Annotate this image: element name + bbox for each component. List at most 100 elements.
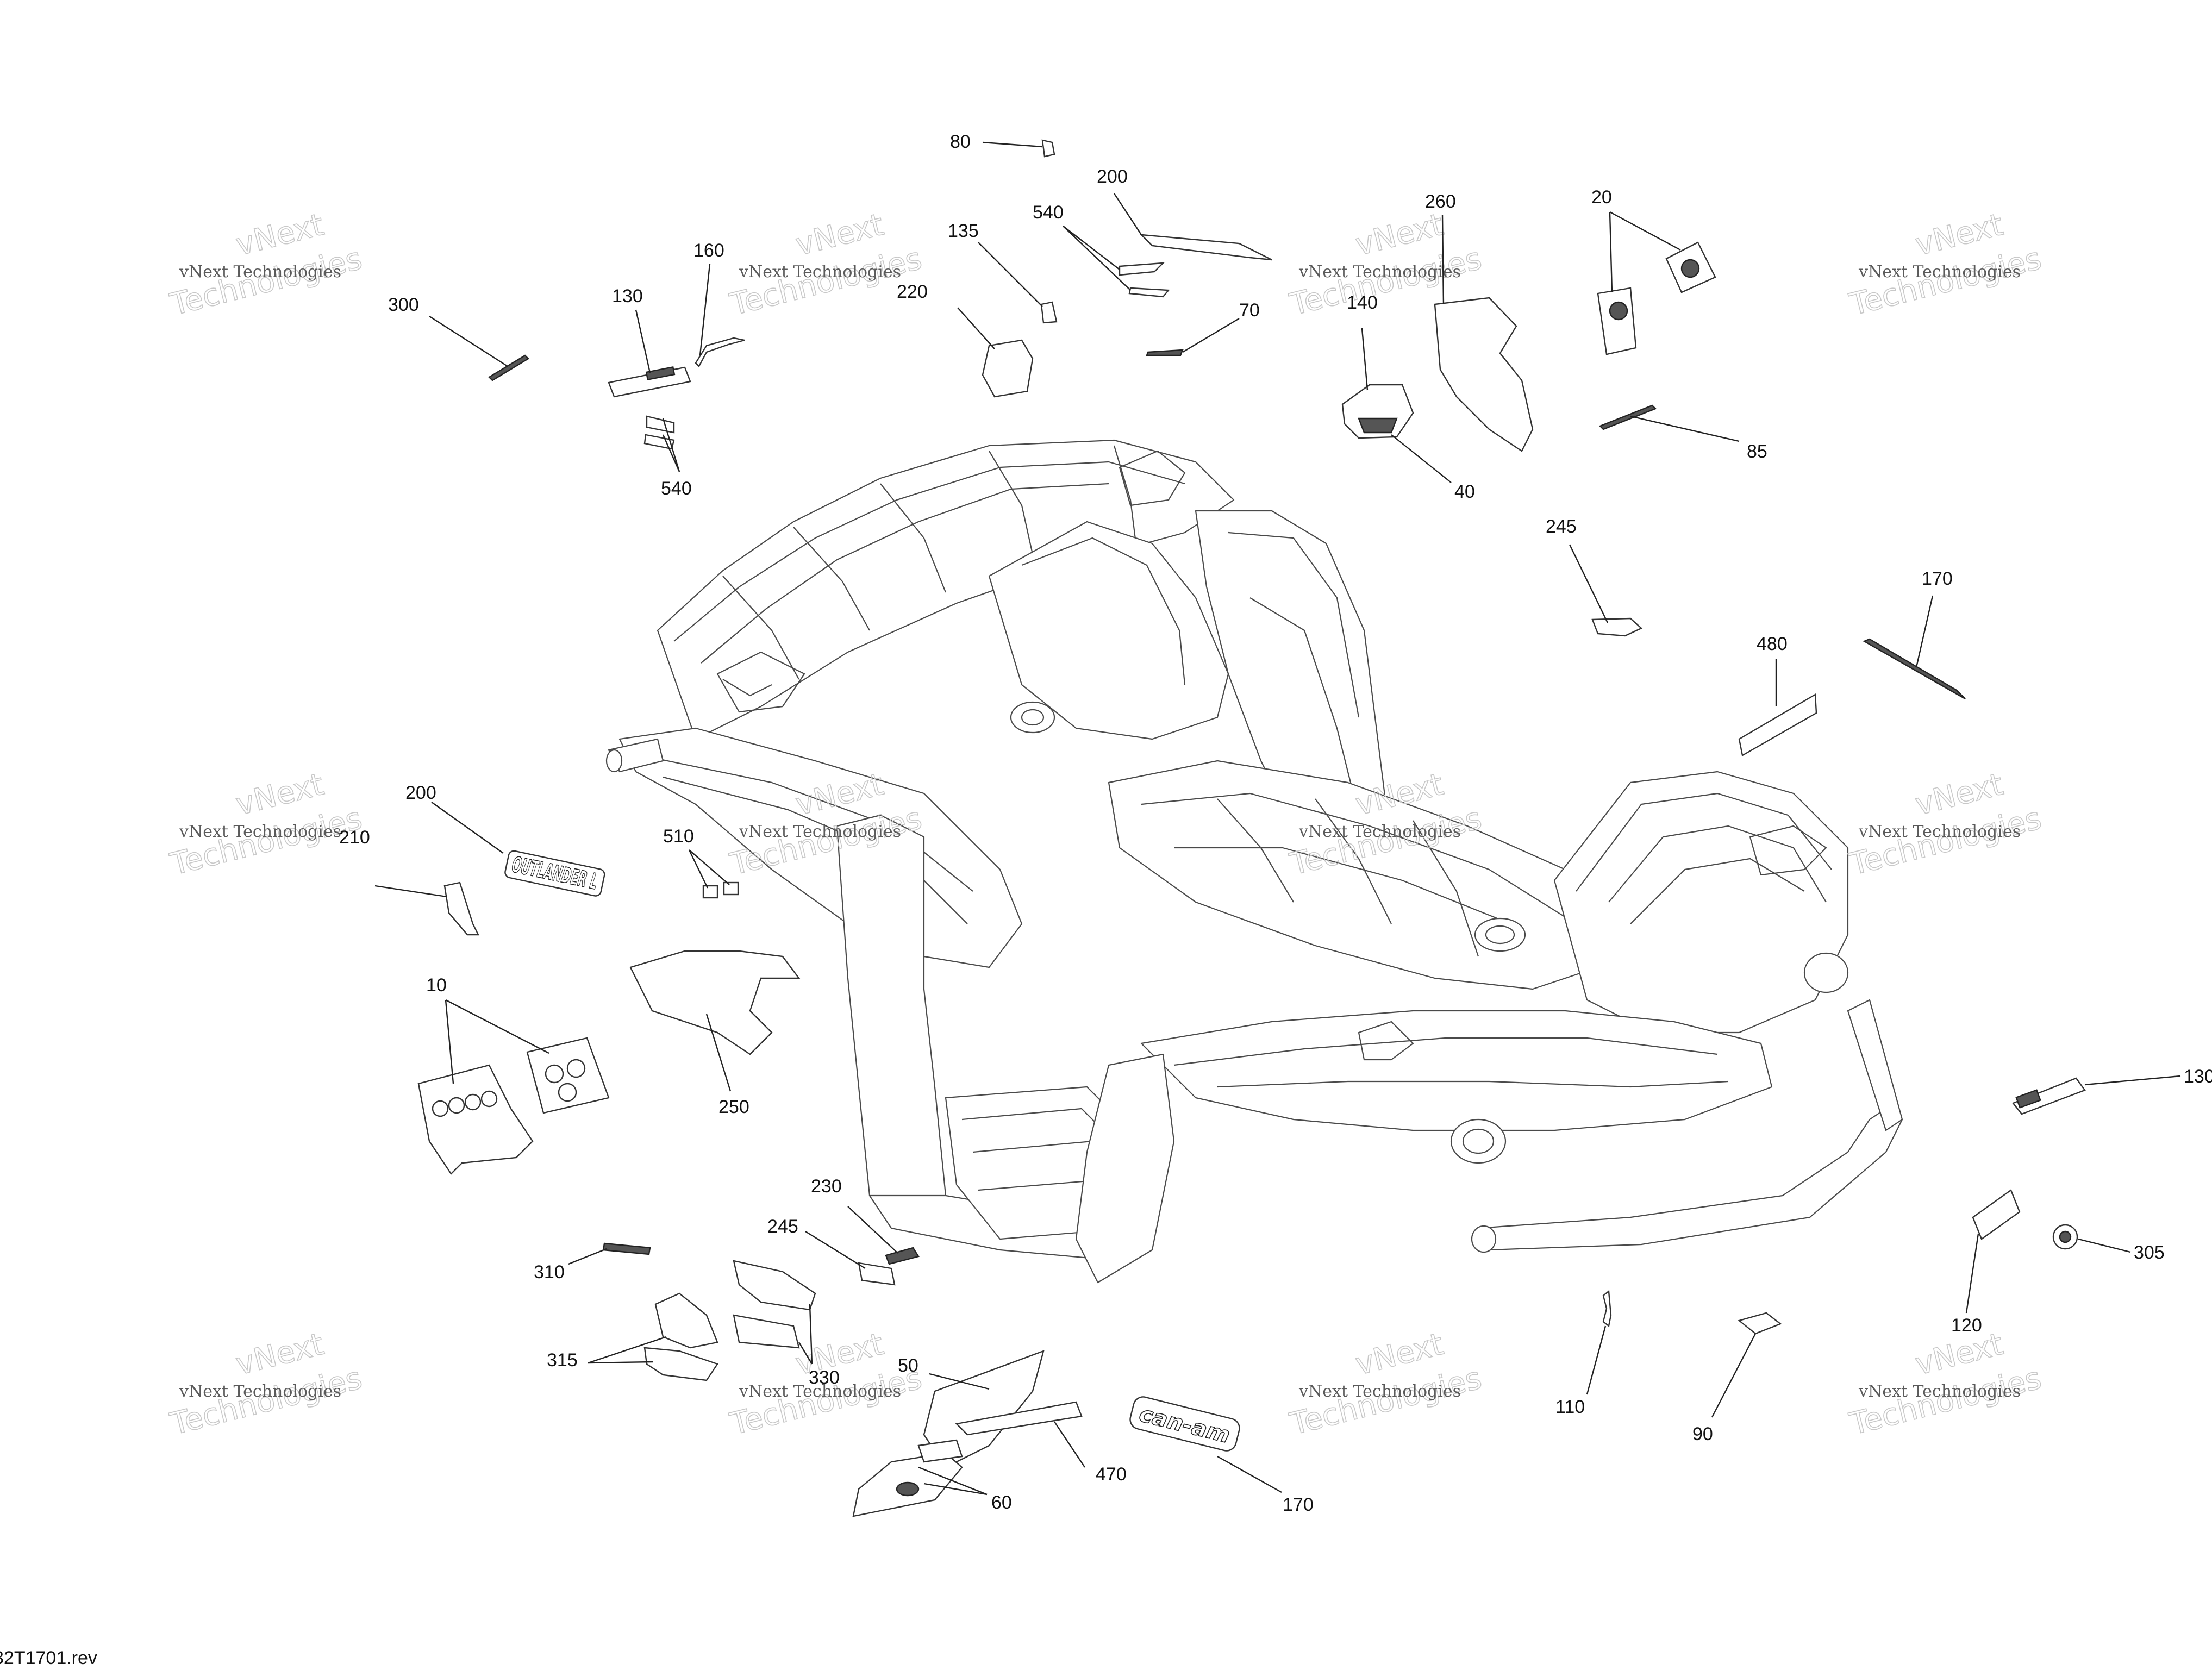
callout-170-upper: 170 <box>1922 568 1953 589</box>
part-10-a <box>417 1064 534 1175</box>
part-210 <box>443 881 479 936</box>
part-135 <box>1040 301 1058 324</box>
part-200-model-decal: OUTLANDER L <box>504 850 605 897</box>
callout-260: 260 <box>1425 191 1456 212</box>
callout-245-upper: 245 <box>1546 516 1577 537</box>
part-130-upper-mark <box>645 366 676 381</box>
callout-70: 70 <box>1239 300 1260 321</box>
part-315-b <box>643 1347 718 1381</box>
part-160 <box>695 337 745 367</box>
callout-140: 140 <box>1347 292 1378 313</box>
callout-90: 90 <box>1692 1424 1713 1444</box>
part-540-left-a <box>646 415 675 434</box>
callout-120: 120 <box>1951 1315 1982 1336</box>
part-85 <box>1598 404 1657 430</box>
watermark-line: vNext Technologies <box>179 1382 341 1401</box>
part-80 <box>1041 139 1055 158</box>
part-510-a <box>702 885 718 899</box>
callout-200-top: 200 <box>1097 166 1128 187</box>
part-230 <box>885 1247 920 1265</box>
part-70 <box>1146 349 1184 356</box>
leader-lines <box>374 141 2181 1496</box>
callout-250: 250 <box>718 1097 749 1117</box>
part-50 <box>923 1350 1045 1468</box>
part-540-left-b <box>643 434 675 450</box>
part-200-stripe <box>1139 234 1272 261</box>
callout-110: 110 <box>1555 1397 1585 1417</box>
callout-200-left: 200 <box>405 783 436 803</box>
callout-540-left: 540 <box>661 478 692 499</box>
callout-540-top: 540 <box>1033 202 1064 223</box>
callout-80: 80 <box>950 132 971 152</box>
callout-160: 160 <box>693 240 724 261</box>
part-20-a-emblem <box>1609 301 1628 321</box>
callout-480: 480 <box>1757 634 1788 654</box>
callout-40: 40 <box>1454 481 1475 502</box>
watermark-line: vNext Technologies <box>1858 262 2021 282</box>
callout-60: 60 <box>991 1492 1012 1513</box>
part-90 <box>1738 1312 1782 1335</box>
watermark-line: vNext Technologies <box>1298 822 1461 841</box>
watermark-line: vNext Technologies <box>1298 1382 1461 1401</box>
part-250 <box>629 950 801 1055</box>
atv-body-drawing <box>605 439 1903 1284</box>
callout-130-upper: 130 <box>612 286 643 307</box>
watermark-line: vNext Technologies <box>1858 822 2021 841</box>
part-300 <box>488 354 529 381</box>
callout-10: 10 <box>426 975 447 996</box>
part-220 <box>982 339 1034 398</box>
watermark-line: vNext Technologies <box>739 262 901 282</box>
part-20-a <box>1597 287 1637 355</box>
callout-20: 20 <box>1591 187 1612 208</box>
watermark-line: vNext Technologies <box>739 1382 901 1401</box>
callout-300: 300 <box>388 295 419 315</box>
callout-210: 210 <box>339 827 370 848</box>
callout-315: 315 <box>547 1350 578 1371</box>
callout-85: 85 <box>1747 441 1767 462</box>
callout-130-right: 130 <box>2184 1066 2212 1087</box>
part-20-b-emblem <box>1680 259 1700 278</box>
model-name-decal: OUTLANDER L <box>510 852 600 895</box>
callout-305: 305 <box>2134 1242 2165 1263</box>
callout-330: 330 <box>809 1367 840 1388</box>
part-60-b <box>917 1439 963 1463</box>
part-260 <box>1434 297 1534 452</box>
decal-parts: OUTLANDER L <box>417 139 2086 1517</box>
callout-245-lower: 245 <box>767 1216 798 1237</box>
callout-230: 230 <box>811 1176 842 1197</box>
part-470 <box>955 1401 1083 1436</box>
watermark-line: vNext Technologies <box>179 822 341 841</box>
part-140 <box>1341 384 1414 439</box>
callout-510: 510 <box>663 826 694 847</box>
part-40 <box>1358 417 1398 434</box>
part-120 <box>1972 1189 2021 1240</box>
part-330-a <box>733 1260 816 1311</box>
part-480 <box>1738 693 1817 756</box>
part-170-brand-decal: can-am <box>1129 1396 1240 1452</box>
part-330-b <box>733 1314 800 1349</box>
part-310 <box>602 1242 651 1255</box>
part-245-upper <box>1591 617 1643 637</box>
watermark-line: vNext Technologies <box>739 822 901 841</box>
part-170-stripe <box>1863 638 1966 700</box>
callout-135: 135 <box>948 221 979 241</box>
part-315-a <box>654 1292 718 1349</box>
callout-labels: 80 200 540 135 220 70 160 130 300 540 26… <box>339 132 2212 1515</box>
drawing-reference: 32T1701.rev <box>0 1648 97 1668</box>
part-540-top-a <box>1119 262 1165 276</box>
callout-50: 50 <box>898 1355 918 1376</box>
callout-170-lower: 170 <box>1283 1494 1314 1515</box>
callout-310: 310 <box>534 1262 565 1283</box>
watermark-line: vNext Technologies <box>1298 262 1461 282</box>
callout-470: 470 <box>1096 1464 1127 1485</box>
part-130-right <box>2012 1077 2086 1115</box>
part-10-b <box>526 1037 610 1114</box>
